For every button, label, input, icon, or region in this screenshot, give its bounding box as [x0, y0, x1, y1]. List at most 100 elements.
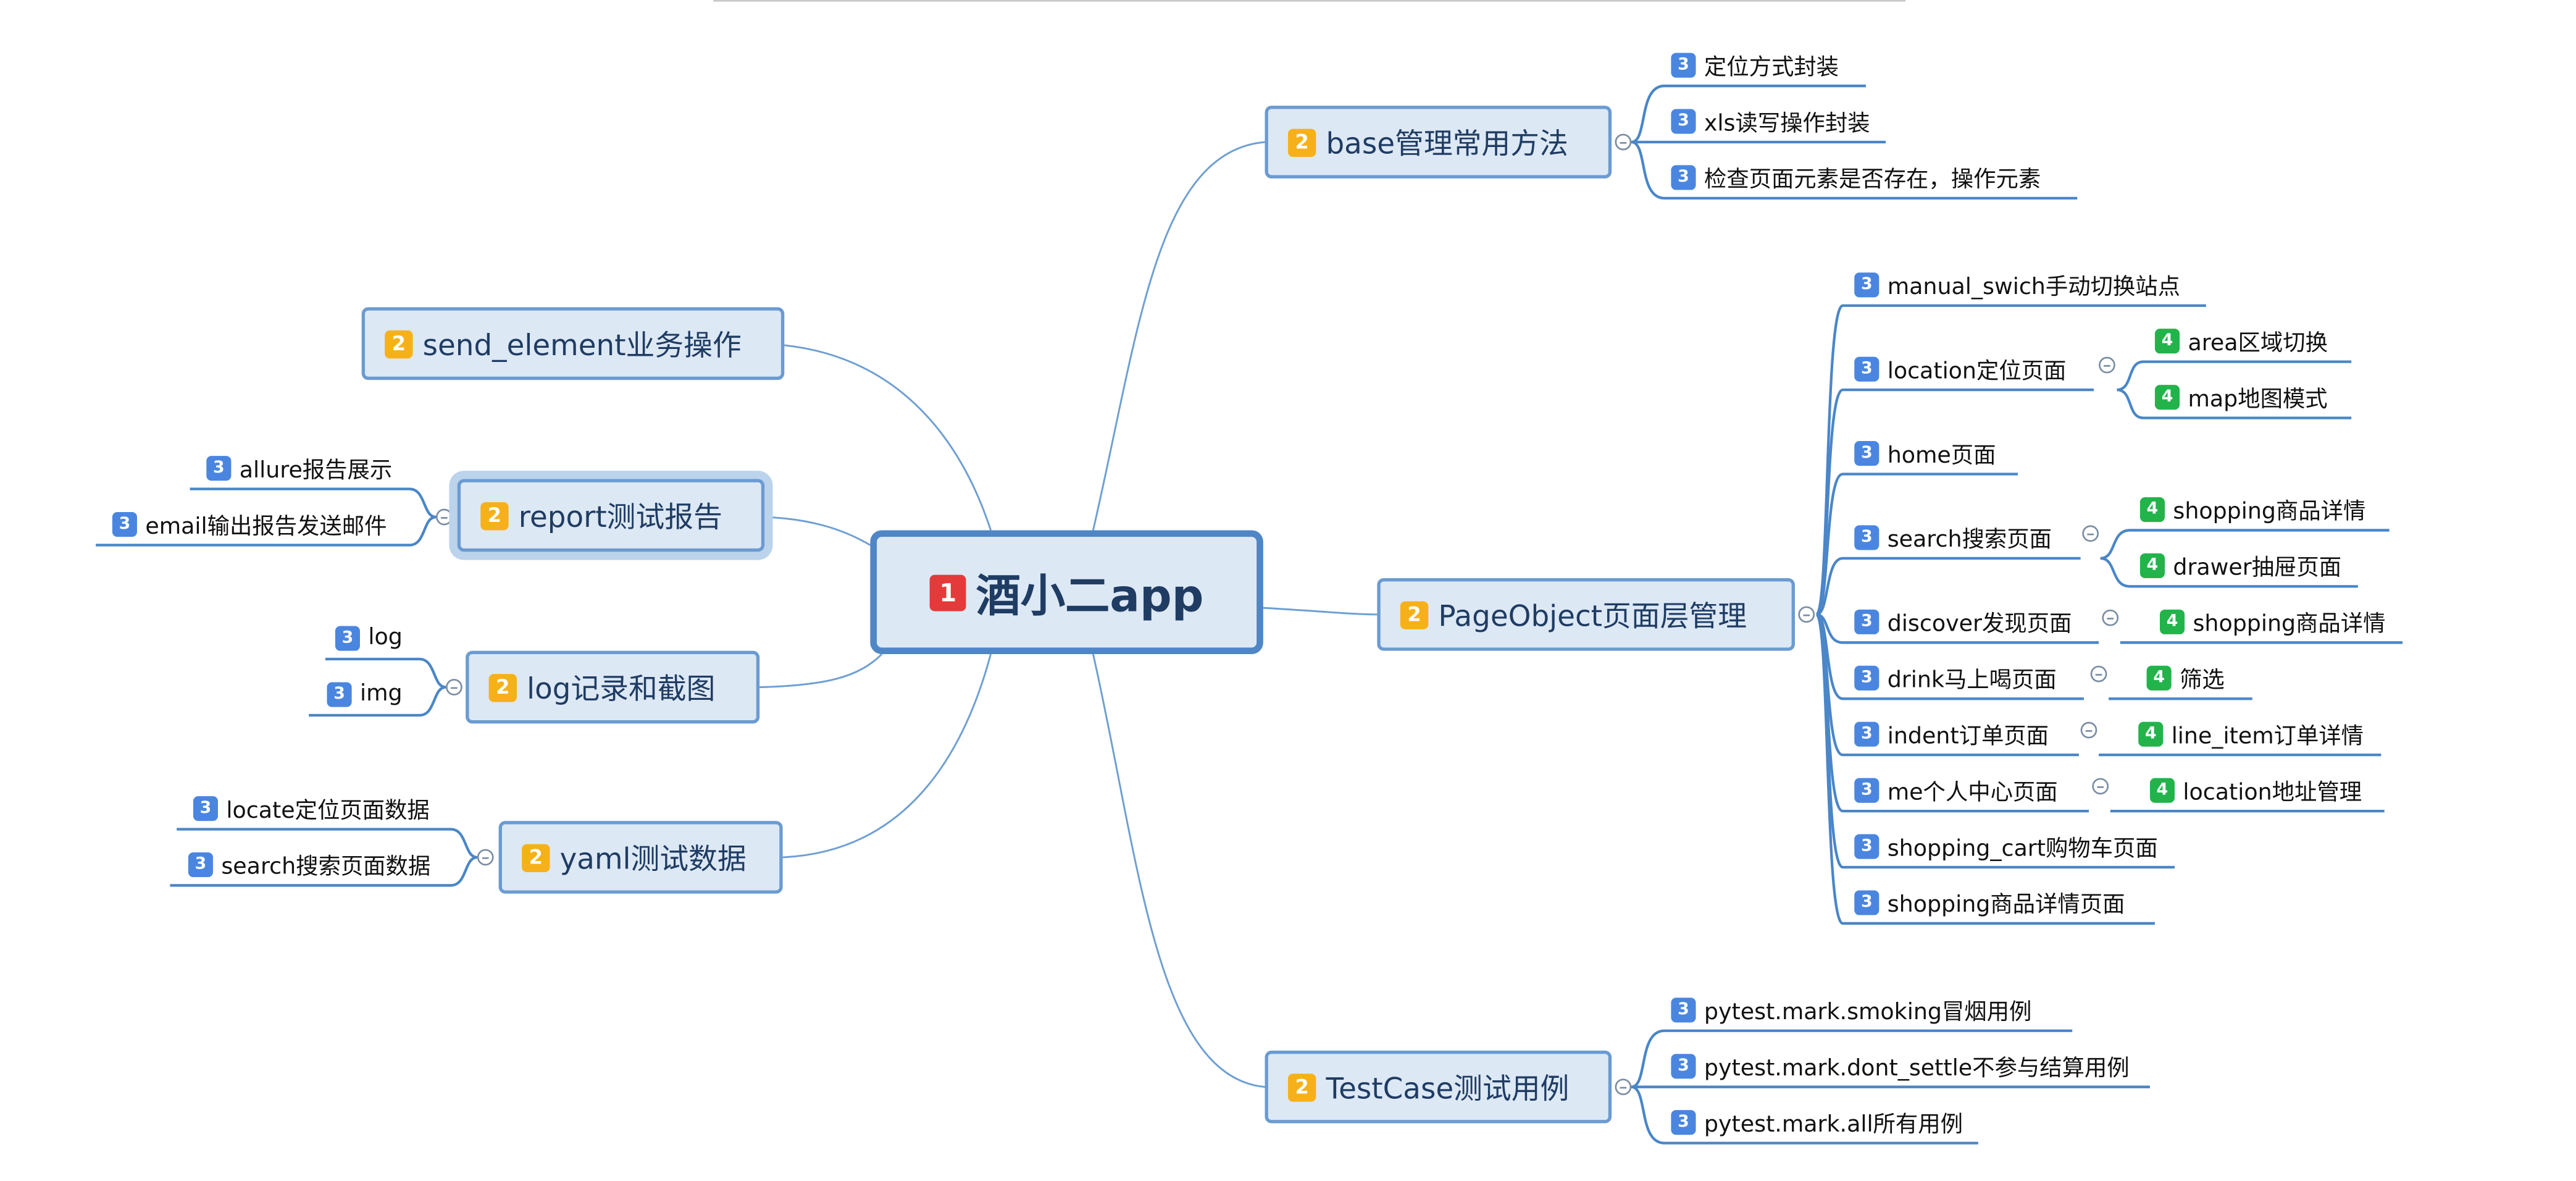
priority-badge: 3: [1671, 996, 1696, 1022]
priority-badge: 3: [1854, 833, 1880, 859]
branch-label: PageObject页面层管理: [1438, 600, 1747, 634]
topic-allure[interactable]: 3 allure报告展示: [200, 449, 392, 485]
priority-badge: 2: [1287, 1072, 1316, 1101]
priority-badge: 4: [2149, 777, 2175, 802]
topic-label: shopping商品详情: [2173, 498, 2366, 526]
topic-search-shopping[interactable]: 4 shopping商品详情: [2133, 490, 2365, 527]
priority-badge: 4: [2139, 552, 2165, 578]
topic-filter[interactable]: 4 筛选: [2140, 659, 2225, 696]
branch-report[interactable]: 2 report测试报告: [457, 479, 765, 552]
topic-label: shopping商品详情: [2193, 611, 2386, 638]
topic-discover-shopping[interactable]: 4 shopping商品详情: [2153, 603, 2385, 639]
priority-badge: 3: [1854, 524, 1880, 550]
topic-label: shopping商品详情页面: [1887, 892, 2125, 918]
topic-label: me个人中心页面: [1887, 780, 2058, 807]
topic-label: email输出报告发送邮件: [145, 513, 387, 540]
topic-shopping-cart[interactable]: 3 shopping_cart购物车页面: [1848, 828, 2158, 864]
topic-label: shopping_cart购物车页面: [1887, 836, 2158, 862]
topic-indent[interactable]: 3 indent订单页面: [1848, 715, 2049, 752]
collapse-toggle-location[interactable]: [2099, 356, 2115, 374]
topic-label: pytest.mark.dont_settle不参与结算用例: [1704, 1055, 2130, 1082]
topic-search[interactable]: 3 search搜索页面: [1848, 519, 2052, 555]
priority-badge: 2: [385, 329, 413, 358]
branch-yaml[interactable]: 2 yaml测试数据: [498, 821, 783, 894]
branch-label: log记录和截图: [527, 673, 716, 707]
topic-label: 定位方式封装: [1704, 54, 1839, 82]
branch-testcase[interactable]: 2 TestCase测试用例: [1265, 1050, 1612, 1124]
collapse-toggle-log[interactable]: [446, 679, 462, 696]
collapse-toggle-indent[interactable]: [2080, 721, 2097, 739]
priority-badge: 3: [1671, 1109, 1696, 1134]
topic-label: drawer抽屉页面: [2173, 555, 2342, 582]
branch-label: send_element业务操作: [422, 329, 742, 363]
topic-smoking[interactable]: 3 pytest.mark.smoking冒烟用例: [1665, 991, 2032, 1028]
topic-discover[interactable]: 3 discover发现页面: [1848, 603, 2072, 639]
root-label: 酒小二app: [976, 571, 1204, 623]
branch-label: TestCase测试用例: [1326, 1072, 1570, 1106]
topic-yaml-locate[interactable]: 3 locate定位页面数据: [186, 789, 430, 826]
priority-badge: 2: [480, 501, 509, 530]
topic-base-check-element[interactable]: 3 检查页面元素是否存在，操作元素: [1665, 159, 2041, 195]
collapse-toggle-me[interactable]: [2092, 778, 2109, 795]
topic-email[interactable]: 3 email输出报告发送邮件: [106, 505, 387, 542]
collapse-toggle-search[interactable]: [2082, 525, 2099, 542]
topic-map[interactable]: 4 map地图模式: [2148, 378, 2328, 414]
branch-send-element[interactable]: 2 send_element业务操作: [361, 307, 785, 380]
topic-shopping-detail[interactable]: 3 shopping商品详情页面: [1848, 884, 2125, 920]
priority-badge: 3: [1854, 777, 1880, 802]
branch-pageobject[interactable]: 2 PageObject页面层管理: [1377, 578, 1795, 651]
topic-label: img: [359, 680, 403, 707]
topic-label: 检查页面元素是否存在，操作元素: [1704, 167, 2041, 193]
branch-label: yaml测试数据: [559, 843, 746, 876]
topic-drawer[interactable]: 4 drawer抽屉页面: [2133, 547, 2341, 583]
topic-me[interactable]: 3 me个人中心页面: [1848, 771, 2058, 808]
topic-location[interactable]: 3 location定位页面: [1848, 350, 2067, 387]
topic-label: pytest.mark.smoking冒烟用例: [1704, 999, 2032, 1026]
topic-home[interactable]: 3 home页面: [1848, 434, 1996, 471]
priority-badge: 3: [1671, 1053, 1696, 1078]
topic-label: search搜索页面: [1887, 527, 2052, 553]
topic-base-locator[interactable]: 3 定位方式封装: [1665, 46, 1839, 83]
topic-drink[interactable]: 3 drink马上喝页面: [1848, 659, 2057, 696]
topic-area[interactable]: 4 area区域切换: [2148, 322, 2328, 358]
collapse-toggle-drink[interactable]: [2090, 665, 2107, 683]
collapse-toggle-base[interactable]: [1615, 133, 1632, 151]
topic-label: pytest.mark.all所有用例: [1704, 1111, 1963, 1138]
priority-badge: 4: [2154, 384, 2180, 409]
topic-yaml-search[interactable]: 3 search搜索页面数据: [182, 846, 430, 882]
topic-base-xls[interactable]: 3 xls读写操作封装: [1665, 103, 1870, 139]
priority-badge: 3: [1854, 271, 1880, 297]
topic-dont-settle[interactable]: 3 pytest.mark.dont_settle不参与结算用例: [1665, 1048, 2130, 1084]
topic-label: location定位页面: [1887, 358, 2067, 385]
topic-manual-swich[interactable]: 3 manual_swich手动切换站点: [1848, 266, 2180, 303]
collapse-toggle-report[interactable]: [436, 508, 453, 526]
topic-label: discover发现页面: [1887, 611, 2072, 638]
topic-img[interactable]: 3 img: [320, 676, 403, 712]
root-node[interactable]: 1 酒小二app: [870, 530, 1263, 655]
branch-base[interactable]: 2 base管理常用方法: [1265, 106, 1612, 179]
collapse-toggle-pageobject[interactable]: [1798, 606, 1815, 623]
topic-label: manual_swich手动切换站点: [1887, 274, 2180, 301]
priority-badge: 3: [206, 455, 232, 480]
priority-badge: 2: [488, 673, 517, 702]
topic-all-cases[interactable]: 3 pytest.mark.all所有用例: [1665, 1103, 1963, 1140]
priority-badge: 3: [193, 795, 219, 820]
topic-log[interactable]: 3 log: [328, 620, 403, 656]
collapse-toggle-discover[interactable]: [2102, 609, 2119, 626]
collapse-toggle-yaml[interactable]: [477, 849, 494, 866]
topic-label: line_item订单详情: [2171, 723, 2364, 750]
priority-badge: 3: [1854, 440, 1880, 465]
priority-badge: 3: [1854, 721, 1880, 746]
topic-location-address[interactable]: 4 location地址管理: [2143, 771, 2362, 808]
priority-badge: 3: [1671, 108, 1696, 133]
collapse-toggle-testcase[interactable]: [1615, 1078, 1632, 1096]
topic-label: drink马上喝页面: [1887, 667, 2057, 694]
topic-label: area区域切换: [2188, 330, 2328, 357]
branch-log[interactable]: 2 log记录和截图: [466, 650, 760, 724]
priority-badge: 2: [1287, 128, 1316, 156]
topic-line-item[interactable]: 4 line_item订单详情: [2132, 715, 2364, 752]
priority-badge: 2: [1400, 600, 1429, 629]
priority-badge: 3: [188, 851, 213, 876]
priority-badge: 4: [2146, 665, 2172, 690]
